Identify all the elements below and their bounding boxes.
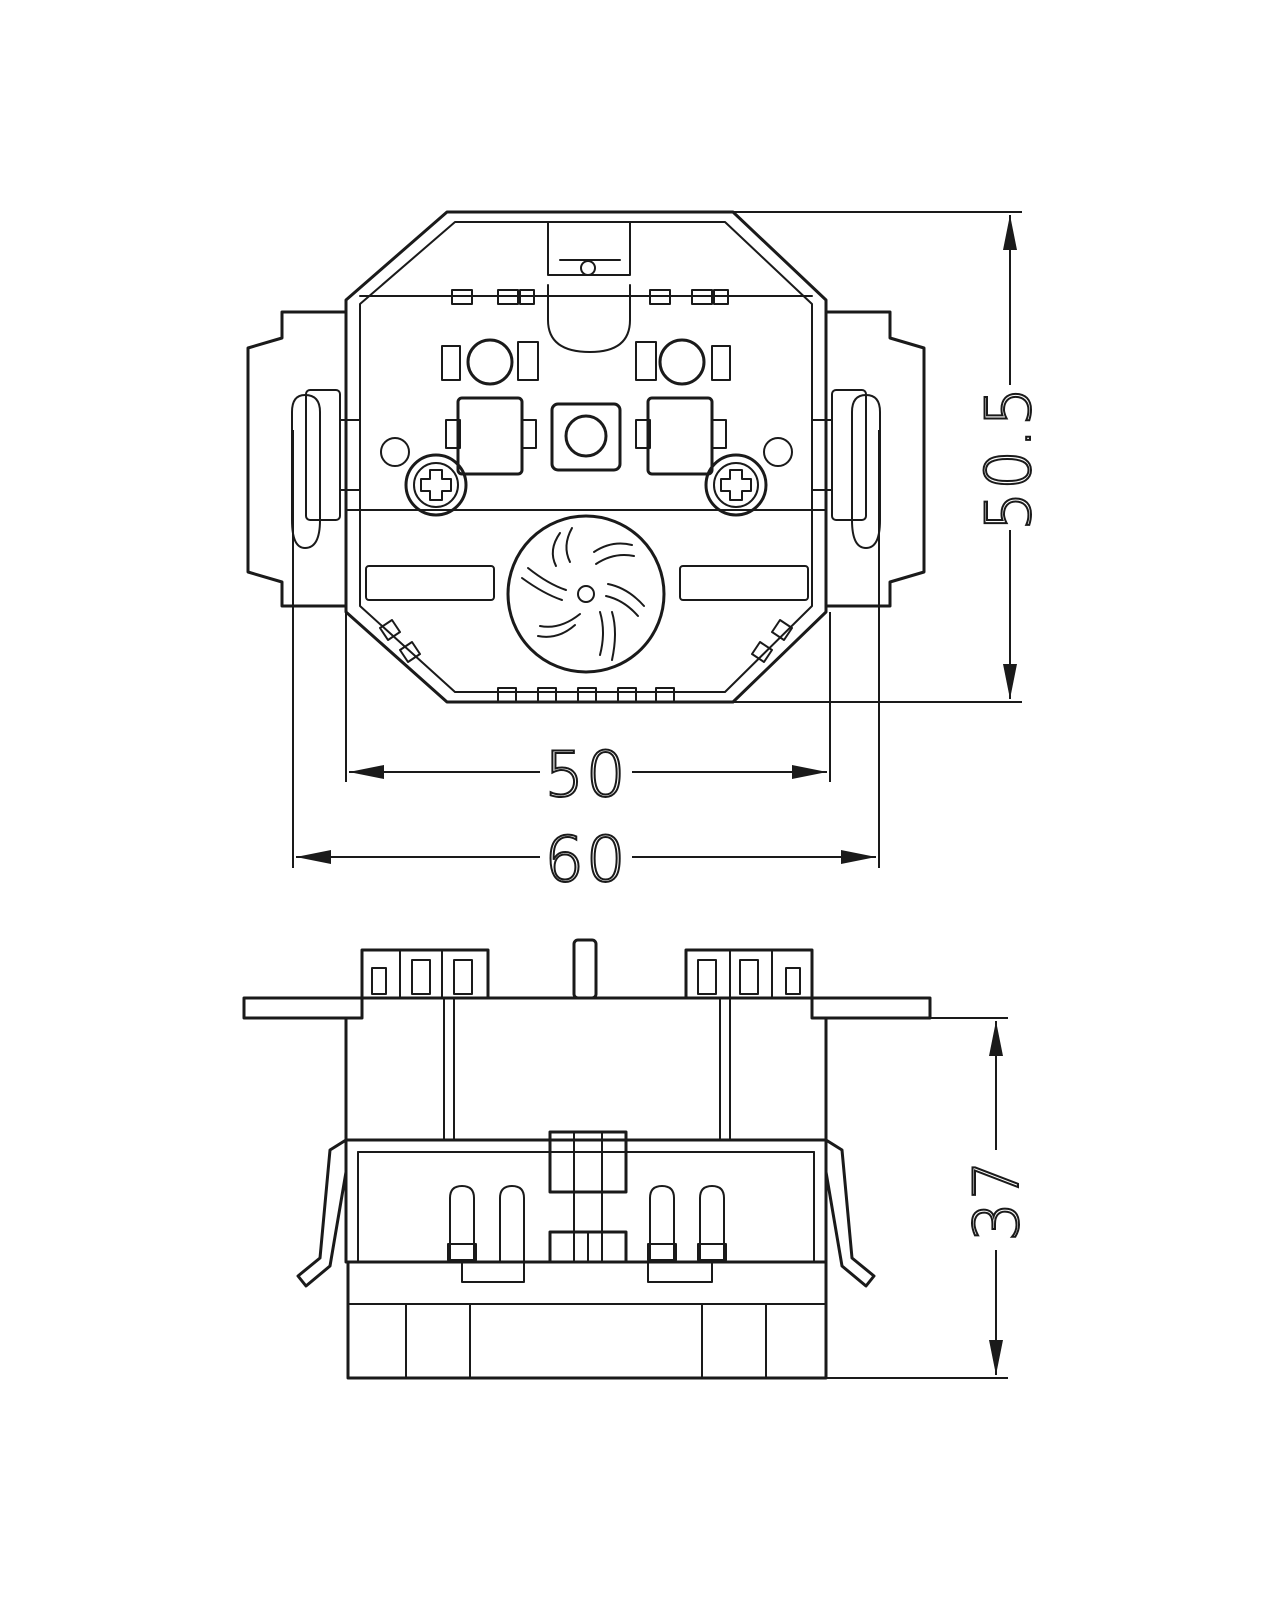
left-flange [246, 310, 348, 608]
dimension-depth: 37 [826, 1017, 1034, 1379]
dimension-outer-width: 60 [292, 430, 880, 897]
side-upper-body [344, 1016, 828, 1142]
left-claw [305, 389, 341, 521]
right-side-claw [824, 1138, 876, 1288]
center-pin [572, 938, 598, 1000]
right-flange [824, 310, 926, 608]
right-screw-icon [704, 453, 768, 517]
right-small-hole [763, 437, 793, 467]
dimension-inner-width-label: 50 [545, 738, 628, 811]
cable-entry-icon [506, 514, 666, 674]
left-side-claw [296, 1138, 348, 1288]
left-terminal-block [360, 948, 490, 1000]
dimension-height: 50.5 [733, 211, 1046, 703]
terminal-rings [441, 338, 731, 386]
right-claw [831, 389, 867, 521]
dimension-outer-width-label: 60 [545, 823, 628, 896]
dimension-height-label: 50.5 [972, 385, 1045, 531]
dimension-inner-width: 50 [345, 612, 831, 812]
side-flange-right [810, 996, 932, 1020]
side-middle-body [344, 1138, 828, 1264]
side-base [346, 1260, 828, 1380]
center-hole [564, 414, 608, 458]
left-small-hole [380, 437, 410, 467]
dimension-depth-label: 37 [960, 1159, 1033, 1242]
bottom-tabs [379, 619, 793, 703]
top-tabs [451, 289, 729, 305]
right-label-window [679, 565, 809, 601]
side-flange-left [242, 996, 364, 1020]
top-view-inner-outline [359, 221, 813, 693]
top-clip [547, 221, 631, 353]
top-view [246, 210, 926, 704]
side-view [242, 938, 932, 1380]
right-terminal-block [684, 948, 814, 1000]
center-square [550, 402, 622, 472]
contact-blocks [445, 396, 727, 476]
left-screw-icon [404, 453, 468, 517]
contact-springs [447, 1185, 727, 1283]
left-label-window [365, 565, 495, 601]
